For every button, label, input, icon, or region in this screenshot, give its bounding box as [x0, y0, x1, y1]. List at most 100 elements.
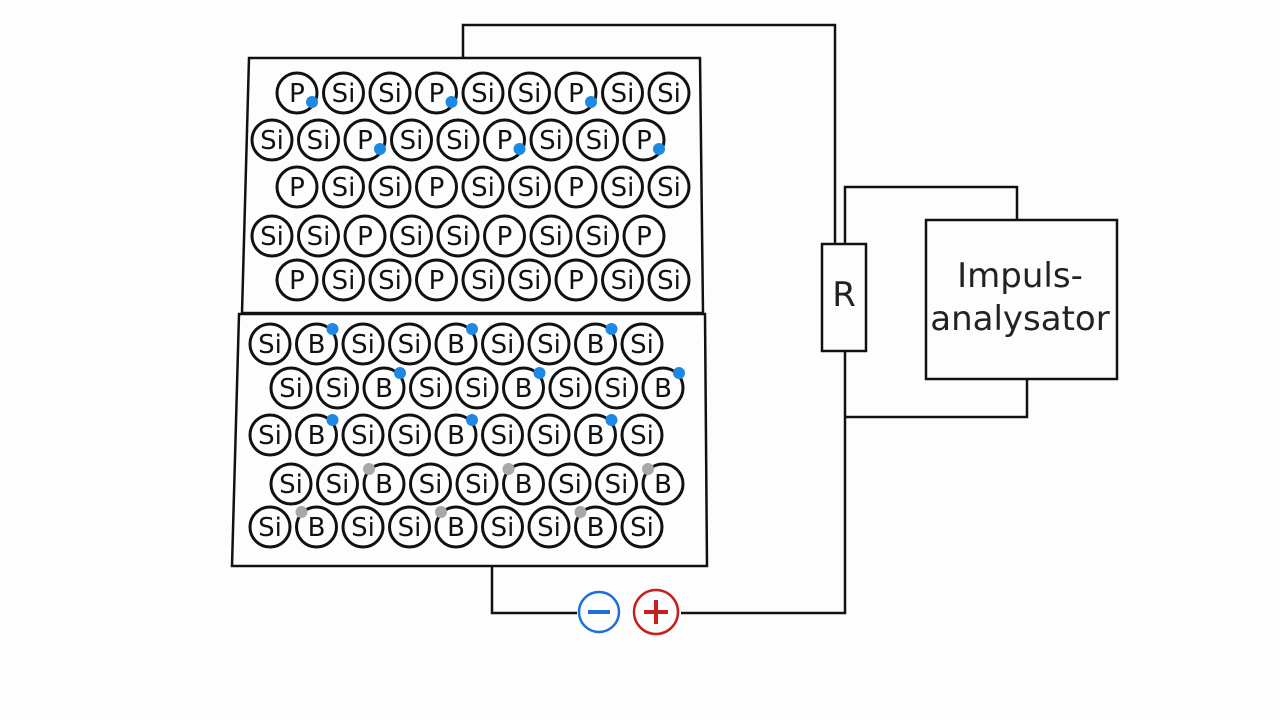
circuit-wires — [461, 23, 1029, 615]
electron-dot — [326, 414, 339, 426]
atom-si: Si — [322, 258, 365, 302]
atom-p: P — [275, 165, 319, 209]
atom-b: B — [641, 366, 685, 410]
top-wire — [461, 23, 837, 245]
atom-symbol: Si — [558, 470, 582, 500]
atom-symbol: Si — [400, 222, 424, 252]
atom-symbol: P — [568, 266, 584, 296]
atom-si: Si — [248, 413, 292, 457]
atom-b: B — [434, 322, 478, 366]
atom-si: Si — [508, 71, 551, 115]
atom-symbol: Si — [419, 374, 443, 404]
atom-si: Si — [388, 322, 431, 366]
electron-dot — [394, 367, 406, 379]
atom-symbol: Si — [539, 126, 563, 156]
atom-symbol: Si — [657, 79, 681, 109]
atom-symbol: P — [636, 126, 652, 156]
atom-b: B — [295, 413, 338, 457]
atom-symbol: P — [357, 222, 373, 252]
atom-si: Si — [436, 118, 480, 162]
atom-symbol: Si — [307, 222, 331, 252]
atom-symbol: Si — [446, 126, 470, 156]
atom-si: Si — [368, 71, 412, 115]
electron-dot — [673, 367, 685, 379]
atom-b: B — [295, 322, 338, 366]
atom-symbol: B — [515, 470, 533, 500]
electron-dot — [585, 96, 597, 108]
atom-symbol: Si — [537, 513, 561, 543]
atom-symbol: Si — [258, 513, 282, 543]
atom-symbol: Si — [630, 513, 654, 543]
electron-dot — [306, 96, 318, 108]
atom-symbol: Si — [258, 421, 282, 451]
atom-si: Si — [527, 505, 571, 549]
atom-symbol: Si — [307, 126, 331, 156]
atom-symbol: Si — [518, 79, 542, 109]
atom-si: Si — [481, 322, 524, 366]
atom-si: Si — [508, 258, 551, 302]
atom-symbol: Si — [398, 421, 422, 451]
atom-symbol: P — [568, 79, 584, 109]
atom-si: Si — [368, 258, 412, 302]
atom-symbol: Si — [465, 374, 489, 404]
atom-si: Si — [647, 165, 691, 209]
atom-b: B — [574, 505, 617, 549]
atom-p: P — [622, 214, 666, 258]
analyzer-bottom-wire — [845, 380, 1029, 419]
hole-dot — [502, 463, 515, 475]
atom-symbol: Si — [279, 470, 303, 500]
hole-dot — [363, 463, 375, 475]
resistor-label: R — [832, 275, 856, 315]
atom-p: P — [343, 214, 387, 258]
atom-symbol: B — [587, 513, 605, 543]
atom-symbol: Si — [398, 330, 422, 360]
atom-symbol: P — [568, 173, 584, 203]
atom-symbol: Si — [378, 266, 402, 296]
atom-symbol: Si — [332, 266, 356, 296]
electron-dot — [605, 323, 618, 335]
atom-si: Si — [322, 71, 365, 115]
pulse-analyzer-label-line2: analysator — [930, 299, 1109, 339]
atom-symbol: Si — [351, 421, 375, 451]
resistor: R — [820, 242, 868, 353]
atom-si: Si — [481, 505, 524, 549]
atom-symbol: Si — [258, 330, 282, 360]
atom-symbol: Si — [326, 374, 350, 404]
atom-symbol: P — [429, 173, 445, 203]
atom-symbol: Si — [605, 374, 629, 404]
atom-si: Si — [341, 322, 385, 366]
atom-symbol: Si — [332, 79, 356, 109]
atom-si: Si — [601, 165, 644, 209]
atom-symbol: B — [375, 374, 393, 404]
atom-si: Si — [601, 71, 644, 115]
atom-p: P — [415, 165, 458, 209]
atom-symbol: B — [515, 374, 533, 404]
atom-si: Si — [481, 413, 524, 457]
atom-si: Si — [455, 462, 499, 506]
atom-symbol: Si — [539, 222, 563, 252]
atom-si: Si — [341, 413, 385, 457]
atom-si: Si — [595, 366, 638, 410]
atom-symbol: B — [308, 513, 326, 543]
atom-si: Si — [390, 118, 433, 162]
negative-terminal-icon — [577, 590, 621, 634]
atom-symbol: B — [587, 421, 605, 451]
atom-symbol: Si — [471, 266, 495, 296]
atom-symbol: Si — [351, 513, 375, 543]
atom-si: Si — [461, 165, 505, 209]
atom-si: Si — [322, 165, 365, 209]
atom-symbol: B — [308, 330, 326, 360]
atom-symbol: Si — [586, 126, 610, 156]
atom-b: B — [434, 505, 478, 549]
atom-symbol: B — [447, 421, 465, 451]
atom-symbol: P — [357, 126, 373, 156]
atom-symbol: Si — [630, 330, 654, 360]
atom-symbol: Si — [471, 173, 495, 203]
atom-symbol: Si — [518, 266, 542, 296]
atom-symbol: Si — [605, 470, 629, 500]
atom-symbol: B — [375, 470, 393, 500]
electron-dot — [533, 367, 546, 379]
electron-dot — [653, 143, 665, 155]
